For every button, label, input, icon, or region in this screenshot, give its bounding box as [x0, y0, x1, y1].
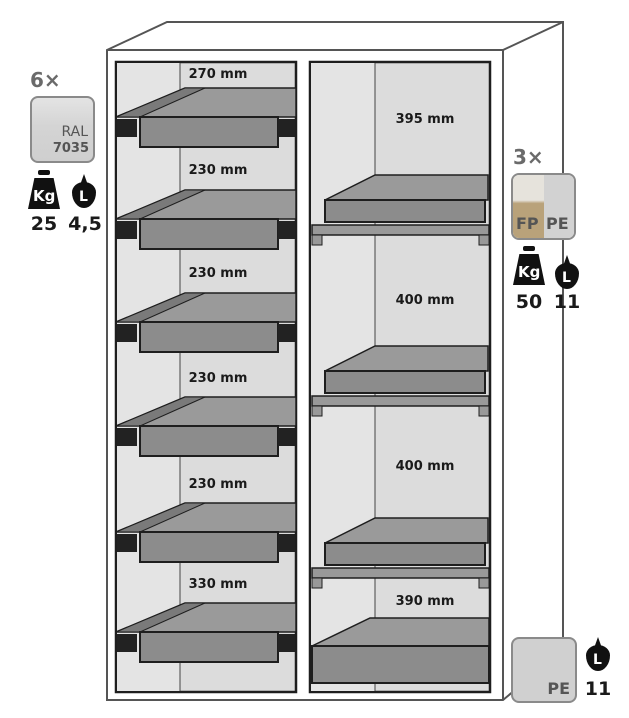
weight-icon-label: Kg — [518, 263, 541, 281]
drawer-runner-right — [278, 634, 295, 652]
drawer-quantity: 6× — [30, 68, 61, 92]
volume-icon-label: L — [79, 189, 88, 205]
drawer-volume-l: 4,5 — [68, 213, 102, 235]
drawer-runner-right — [278, 428, 295, 446]
shelf-leg — [311, 577, 323, 589]
sump-front — [324, 199, 486, 223]
bottom-sump-volume-l: 11 — [584, 678, 612, 700]
drawer-runner-right — [278, 324, 295, 342]
shelf-leg — [478, 234, 490, 246]
drawer-tray-front — [139, 116, 279, 148]
drawer-rail — [115, 602, 206, 633]
shelf-height-label: 400 mm — [395, 459, 455, 474]
drawer-tray-front — [139, 218, 279, 250]
shelf-leg — [311, 234, 323, 246]
pe-material-tile: PE — [511, 637, 577, 703]
drawer-runner-right — [278, 534, 295, 552]
volume-icon-label: L — [562, 270, 571, 286]
weight-icon: Kg — [28, 170, 60, 210]
material-code: 7035 — [52, 141, 89, 156]
drawer-runner-left — [117, 324, 137, 342]
drawer-runner-left — [117, 119, 137, 137]
shelf-leg — [478, 405, 490, 417]
drawer-height-label: 270 mm — [188, 67, 248, 82]
drawer-tray-front — [139, 531, 279, 563]
fp-pe-material-tile: FP PE — [511, 173, 576, 240]
drawer-load-kg: 25 — [30, 213, 58, 235]
drawer-rail — [115, 87, 206, 118]
sump-load-kg: 50 — [515, 291, 543, 313]
ral-7035-material-tile: RAL 7035 — [30, 96, 95, 163]
left-compartment-side-wall — [117, 63, 180, 691]
drawer-tray-front — [139, 631, 279, 663]
drawer-runner-left — [117, 428, 137, 446]
drawer-rail — [115, 292, 206, 323]
material-pe-label: PE — [546, 214, 569, 233]
shelf-height-label: 395 mm — [395, 112, 455, 127]
shelf — [311, 567, 490, 579]
shelf — [311, 395, 490, 407]
shelf — [311, 224, 490, 236]
material-label: RAL — [61, 124, 88, 140]
shelf-leg — [311, 405, 323, 417]
bottom-sump-front — [311, 645, 490, 684]
drawer-runner-left — [117, 534, 137, 552]
sump-front — [324, 542, 486, 566]
drawer-rail — [115, 502, 206, 533]
drawer-height-label: 230 mm — [188, 371, 248, 386]
material-pe-label: PE — [547, 679, 570, 698]
drawer-height-label: 330 mm — [188, 577, 248, 592]
drawer-runner-left — [117, 221, 137, 239]
volume-icon-label: L — [593, 652, 602, 668]
liquid-drop-icon: L — [70, 174, 98, 210]
drawer-runner-right — [278, 221, 295, 239]
drawer-height-label: 230 mm — [188, 266, 248, 281]
shelf-height-label: 390 mm — [395, 594, 455, 609]
sump-volume-l: 11 — [553, 291, 581, 313]
drawer-height-label: 230 mm — [188, 477, 248, 492]
drawer-tray-front — [139, 321, 279, 353]
material-fp-label: FP — [516, 214, 539, 233]
drawer-tray-front — [139, 425, 279, 457]
sump-quantity: 3× — [513, 145, 544, 169]
drawer-height-label: 230 mm — [188, 163, 248, 178]
drawer-rail — [115, 189, 206, 220]
liquid-drop-icon: L — [584, 637, 612, 673]
weight-icon-label: Kg — [33, 187, 56, 205]
drawer-rail — [115, 396, 206, 427]
shelf-leg — [478, 577, 490, 589]
weight-icon: Kg — [513, 246, 545, 286]
sump-front — [324, 370, 486, 394]
drawer-runner-right — [278, 119, 295, 137]
drawer-runner-left — [117, 634, 137, 652]
shelf-height-label: 400 mm — [395, 293, 455, 308]
liquid-drop-icon: L — [553, 255, 581, 291]
